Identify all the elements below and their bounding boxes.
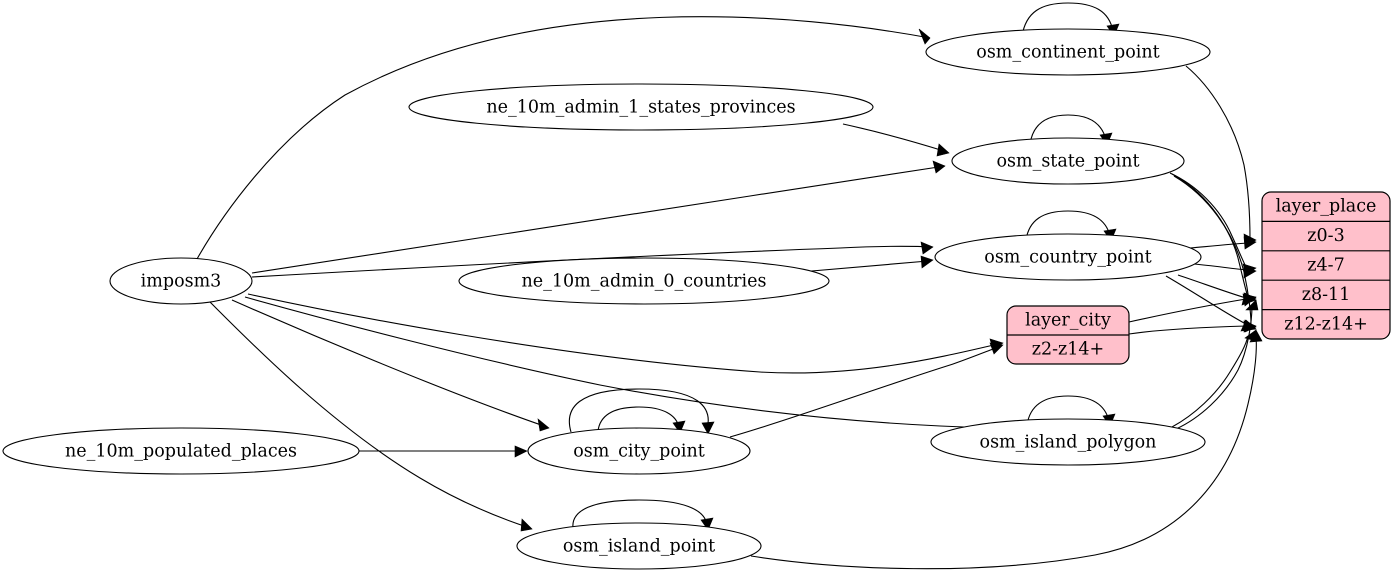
node-layer: imposm3 ne_10m_admin_1_states_provinces … <box>2 28 1211 570</box>
node-label-ne_10m_populated_places: ne_10m_populated_places <box>65 442 297 462</box>
node-shape-osm_state_point <box>951 137 1185 185</box>
edge-osm_island_polygon-to-layer_place-z12-z14 <box>1171 329 1257 428</box>
node-osm_island_point[interactable]: osm_island_point <box>516 522 762 570</box>
edge-imposm3-to-osm_city_point <box>231 299 550 432</box>
edge-osm_country_point-to-layer_place-z4-7 <box>1193 263 1257 279</box>
edge-ne_10m_populated_places-to-osm_city_point <box>359 445 528 458</box>
node-label-osm_country_point: osm_country_point <box>984 248 1151 268</box>
node-shape-ne_10m_admin_1_states_provinces <box>408 83 874 131</box>
node-ne_10m_populated_places[interactable]: ne_10m_populated_places <box>2 427 360 475</box>
edge-imposm3-to-layer_city <box>247 293 1004 374</box>
node-ne_10m_admin_1_states_provinces[interactable]: ne_10m_admin_1_states_provinces <box>408 83 874 131</box>
node-osm_continent_point[interactable]: osm_continent_point <box>925 28 1211 76</box>
edge-layer_city-to-layer_place-z12-z14 <box>1128 320 1257 335</box>
node-osm_state_point[interactable]: osm_state_point <box>951 137 1185 185</box>
node-shape-ne_10m_populated_places <box>2 427 360 475</box>
record-row-layer_place-z12-z14plus[interactable]: z12-z14+ <box>1284 315 1368 335</box>
edge-osm_city_point-self-loop-outer <box>568 388 715 435</box>
record-node-layer: layer_place z0-3 z4-7 z8-11 z12-z14+ lay… <box>1006 191 1391 365</box>
node-shape-ne_10m_admin_0_countries <box>458 257 830 305</box>
edge-osm_island_point-self-loop <box>572 499 714 531</box>
edge-imposm3-to-osm_state_point <box>251 160 946 274</box>
node-label-ne_10m_admin_0_countries: ne_10m_admin_0_countries <box>522 272 767 292</box>
node-layer_place[interactable]: layer_place z0-3 z4-7 z8-11 z12-z14+ <box>1261 191 1391 340</box>
node-shape-osm_island_point <box>516 522 762 570</box>
record-row-layer_city-z2-z14plus[interactable]: z2-z14+ <box>1032 340 1104 360</box>
edge-osm_state_point-to-layer_place-z8-11 <box>1171 173 1257 306</box>
edge-imposm3-to-osm_continent_point <box>196 16 931 260</box>
node-osm_island_polygon[interactable]: osm_island_polygon <box>930 418 1206 466</box>
record-row-layer_place-z0-3[interactable]: z0-3 <box>1307 226 1344 246</box>
edge-osm_city_point-self-loop-inner <box>597 406 686 434</box>
record-shape-layer_place <box>1261 191 1391 340</box>
edge-layer <box>196 2 1263 570</box>
edge-ne_10m_admin_1_states_provinces-to-osm_state_point <box>842 123 950 157</box>
node-label-osm_city_point: osm_city_point <box>573 442 705 462</box>
edge-layer_city-to-layer_place-z8-11 <box>1128 293 1257 323</box>
record-row-layer_place-z4-7[interactable]: z4-7 <box>1307 256 1344 276</box>
node-label-osm_state_point: osm_state_point <box>996 152 1139 172</box>
node-shape-osm_island_polygon <box>930 418 1206 466</box>
node-shape-imposm3 <box>109 257 253 305</box>
edge-imposm3-to-osm_country_point <box>251 241 934 278</box>
node-shape-osm_city_point <box>527 427 751 475</box>
record-row-layer_place-z8-11[interactable]: z8-11 <box>1302 285 1351 305</box>
node-label-osm_island_polygon: osm_island_polygon <box>980 433 1157 453</box>
record-row-layer_place-title: layer_place <box>1276 197 1377 217</box>
node-osm_city_point[interactable]: osm_city_point <box>527 427 751 475</box>
edge-ne_10m_admin_0_countries-to-osm_country_point <box>799 255 934 273</box>
edge-osm_island_point-to-layer_place-z12-z14 <box>750 329 1263 570</box>
node-label-osm_island_point: osm_island_point <box>563 537 715 557</box>
node-label-osm_continent_point: osm_continent_point <box>976 43 1159 63</box>
node-imposm3[interactable]: imposm3 <box>109 257 253 305</box>
edge-osm_continent_point-to-layer_place-z0-3 <box>1185 65 1257 247</box>
node-shape-osm_country_point <box>934 233 1202 281</box>
edge-osm_country_point-to-layer_place-z0-3 <box>1189 236 1257 250</box>
node-label-ne_10m_admin_1_states_provinces: ne_10m_admin_1_states_provinces <box>486 98 795 118</box>
node-shape-osm_continent_point <box>925 28 1211 76</box>
node-ne_10m_admin_0_countries[interactable]: ne_10m_admin_0_countries <box>458 257 830 305</box>
node-osm_country_point[interactable]: osm_country_point <box>934 233 1202 281</box>
node-label-imposm3: imposm3 <box>141 272 222 292</box>
edge-imposm3-to-osm_island_point <box>209 301 533 532</box>
record-row-layer_city-title: layer_city <box>1025 311 1111 331</box>
edge-osm_city_point-to-layer_city <box>729 342 1004 438</box>
edge-osm_island_polygon-to-layer_place-z8-11 <box>1175 299 1259 430</box>
node-layer_city[interactable]: layer_city z2-z14+ <box>1006 305 1130 365</box>
